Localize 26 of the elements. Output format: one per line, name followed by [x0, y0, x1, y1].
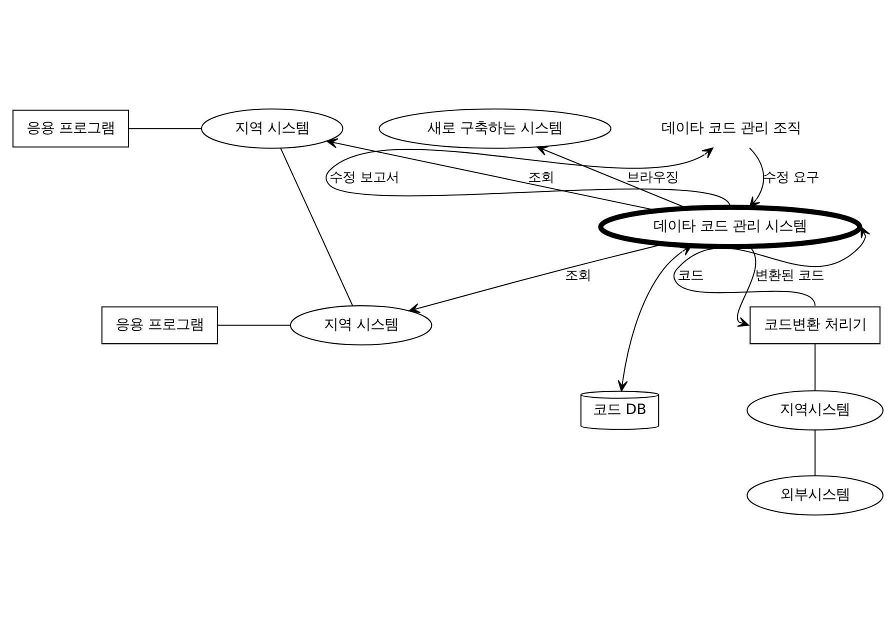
connector [218, 324, 290, 326]
node-ellipse: 외부시스템 [746, 475, 884, 516]
node-box: 응용 프로그램 [12, 110, 130, 148]
connector [814, 344, 816, 391]
edge-label: 조회 [528, 170, 554, 186]
arrow [326, 148, 731, 208]
arrow [736, 246, 756, 327]
edge-label: 변환된 코드 [754, 268, 824, 284]
arrow [618, 245, 692, 392]
connector [814, 430, 816, 476]
edge-label: 수정 요구 [762, 170, 820, 186]
arrow [749, 148, 764, 208]
edge-label: 브라우징 [626, 170, 678, 186]
node-ellipse: 지역 시스템 [290, 305, 432, 346]
node-ellipse: 새로 구축하는 시스템 [378, 108, 612, 149]
connector [280, 148, 354, 306]
connector [128, 128, 202, 130]
edge-label: 수정 보고서 [330, 170, 399, 186]
node-ellipse: 지역시스템 [746, 390, 884, 430]
edge-label: 코드 [677, 268, 704, 284]
node-box: 응용 프로그램 [101, 306, 218, 344]
node-box: 코드변환 처리기 [750, 306, 880, 344]
edge-label: 조회 [564, 268, 591, 284]
node-text: 데이타 코드 관리 조직 [661, 120, 802, 136]
node-ellipse: 데이타 코드 관리 시스템 [598, 204, 862, 250]
arrow [674, 226, 870, 306]
